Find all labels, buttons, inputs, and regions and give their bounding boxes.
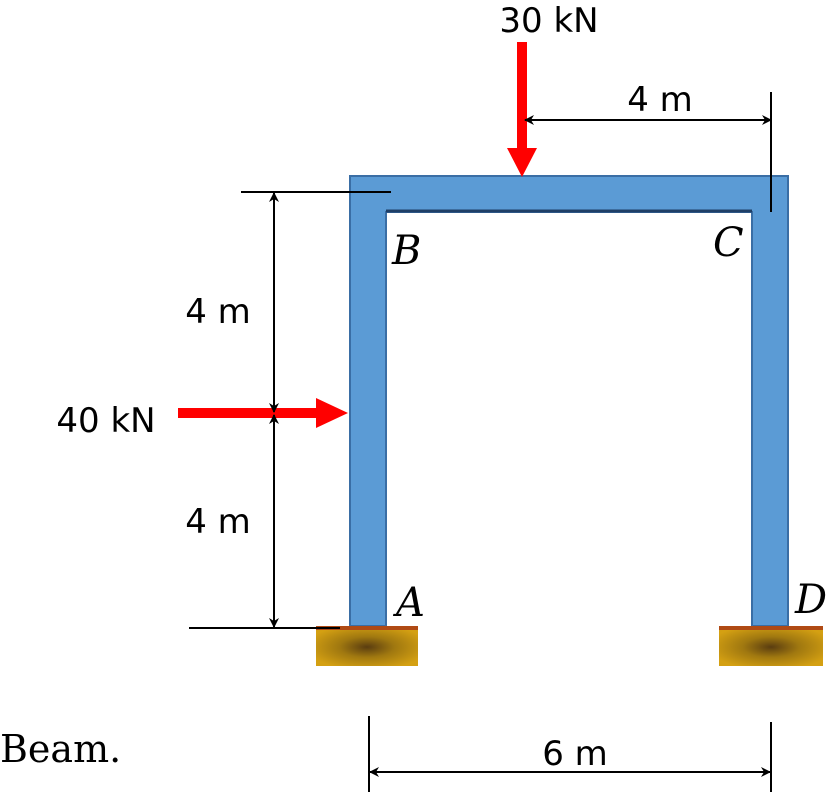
dim-label-top: 4 m [627,80,693,120]
red-arrow-icon [178,398,348,428]
node-label-d: D [794,577,827,623]
fixed-support-icon [719,626,823,666]
node-label-a: A [392,580,425,626]
node-label-b: B [391,228,421,274]
fixed-support-icon [316,626,418,666]
caption: Beam. [0,727,121,771]
load-label-horizontal: 40 kN [56,401,155,441]
dim-label-bottom: 6 m [542,734,608,774]
node-label-c: C [713,220,744,266]
red-arrow-icon [507,42,537,177]
dim-label-left-upper: 4 m [185,292,251,332]
load-label-vertical: 30 kN [499,1,598,41]
dim-label-left-lower: 4 m [185,502,251,542]
